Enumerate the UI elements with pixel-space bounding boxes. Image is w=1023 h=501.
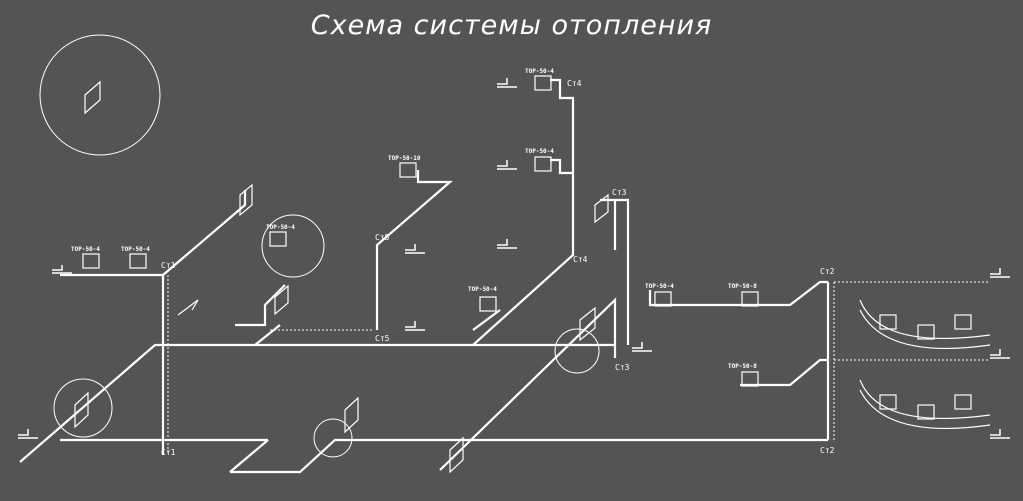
- radiator-arc: [859, 309, 991, 350]
- riser-label: Ст3: [615, 363, 630, 372]
- detail-callout-circle: [554, 328, 600, 374]
- riser-label: Ст2: [820, 267, 835, 276]
- detail-callout-circle: [53, 378, 113, 438]
- riser-label: Ст2: [820, 446, 835, 455]
- radiator-label: ТОР-50-10: [388, 155, 421, 162]
- riser-label: Ст1: [161, 448, 176, 457]
- flow-arrow-icon: [177, 299, 199, 316]
- radiator-label: ТОР-50-4: [121, 246, 150, 253]
- main-pipeline: [19, 78, 990, 474]
- riser-label: Ст5: [375, 233, 390, 242]
- radiator-label: ТОР-50-4: [525, 148, 554, 155]
- radiator-arc: [859, 299, 991, 340]
- isometric-radiator-symbols: [74, 80, 609, 474]
- detail-callout-circle: [39, 34, 161, 156]
- riser-label: Ст4: [567, 79, 582, 88]
- diagram-title: Схема системы отопления: [310, 10, 713, 41]
- radiator-label: ТОР-50-4: [525, 68, 554, 75]
- riser-label: Ст5: [375, 334, 390, 343]
- level-marks: [18, 78, 1010, 439]
- detail-callout-circle: [313, 418, 353, 458]
- radiators: [82, 75, 972, 420]
- detail-callout-circle: [261, 214, 325, 278]
- radiator-label: ТОР-50-4: [468, 286, 497, 293]
- riser-label: Ст1: [161, 261, 176, 270]
- radiator-label: ТОР-50-4: [266, 224, 295, 231]
- riser-label: Ст3: [612, 188, 627, 197]
- radiator-label: ТОР-50-4: [71, 246, 100, 253]
- riser-label: Ст4: [573, 255, 588, 264]
- radiator-label: ТОР-50-4: [645, 283, 674, 290]
- radiator-label: ТОР-50-8: [728, 283, 757, 290]
- radiator-arc: [859, 379, 991, 420]
- radiator-arc: [859, 389, 991, 430]
- radiator-label: ТОР-50-8: [728, 363, 757, 370]
